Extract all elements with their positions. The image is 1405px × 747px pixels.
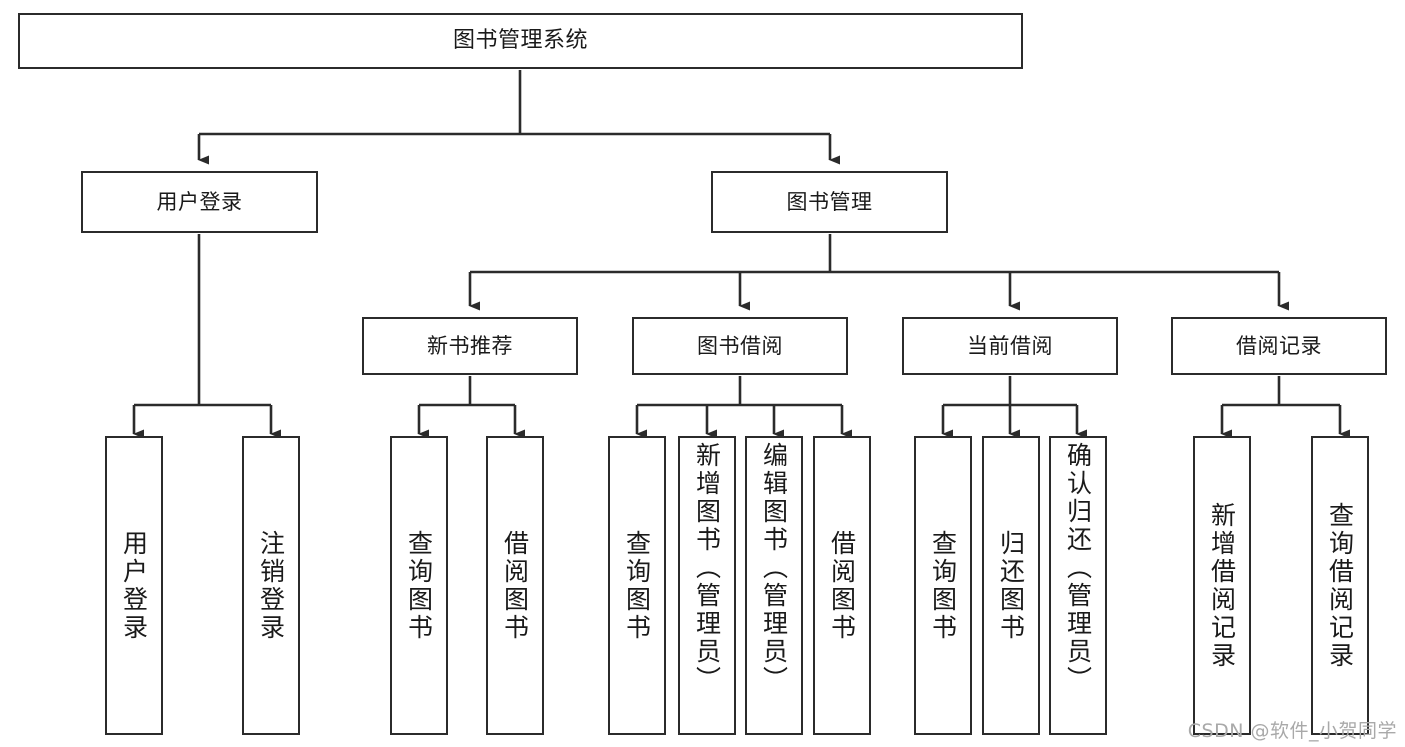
node-label: 借阅图书: [500, 529, 530, 642]
node-label: 借阅记录: [1236, 333, 1322, 358]
node-label: 图书管理: [786, 189, 873, 214]
node-new-book-recommend[interactable]: 新书推荐: [362, 317, 578, 375]
node-label: 查询借阅记录: [1325, 501, 1355, 670]
node-label: 用户登录: [156, 189, 243, 214]
node-leaf-query-book-3[interactable]: 查询图书: [914, 436, 972, 735]
node-label: 确认归还（管理员）: [1063, 442, 1093, 694]
node-leaf-borrow-book-2[interactable]: 借阅图书: [813, 436, 871, 735]
node-label: 当前借阅: [967, 333, 1053, 358]
node-leaf-query-book-2[interactable]: 查询图书: [608, 436, 666, 735]
node-label: 编辑图书（管理员）: [759, 442, 789, 694]
node-label: 归还图书: [996, 529, 1026, 642]
node-label: 查询图书: [404, 529, 434, 642]
node-leaf-user-login[interactable]: 用户登录: [105, 436, 163, 735]
node-book-manage[interactable]: 图书管理: [711, 171, 948, 233]
node-label: 借阅图书: [827, 529, 857, 642]
node-leaf-add-book[interactable]: 新增图书（管理员）: [678, 436, 736, 735]
node-root-system[interactable]: 图书管理系统: [18, 13, 1023, 69]
node-leaf-query-record[interactable]: 查询借阅记录: [1311, 436, 1369, 735]
node-user-login[interactable]: 用户登录: [81, 171, 318, 233]
node-leaf-borrow-book-1[interactable]: 借阅图书: [486, 436, 544, 735]
csdn-watermark: CSDN @软件_小贺同学: [1187, 720, 1397, 742]
node-label: 查询图书: [928, 529, 958, 642]
node-label: 新书推荐: [427, 333, 513, 358]
node-label: 查询图书: [622, 529, 652, 642]
node-leaf-confirm-return[interactable]: 确认归还（管理员）: [1049, 436, 1107, 735]
node-borrow-record[interactable]: 借阅记录: [1171, 317, 1387, 375]
node-label: 图书管理系统: [452, 28, 588, 54]
node-leaf-edit-book[interactable]: 编辑图书（管理员）: [745, 436, 803, 735]
node-book-borrow[interactable]: 图书借阅: [632, 317, 848, 375]
node-label: 新增借阅记录: [1207, 501, 1237, 670]
node-label: 图书借阅: [697, 333, 783, 358]
node-leaf-return-book[interactable]: 归还图书: [982, 436, 1040, 735]
node-leaf-logout[interactable]: 注销登录: [242, 436, 300, 735]
node-current-borrow[interactable]: 当前借阅: [902, 317, 1118, 375]
node-leaf-add-record[interactable]: 新增借阅记录: [1193, 436, 1251, 735]
node-label: 注销登录: [256, 529, 286, 642]
node-label: 用户登录: [119, 529, 149, 642]
node-label: 新增图书（管理员）: [692, 442, 722, 694]
node-leaf-query-book-1[interactable]: 查询图书: [390, 436, 448, 735]
